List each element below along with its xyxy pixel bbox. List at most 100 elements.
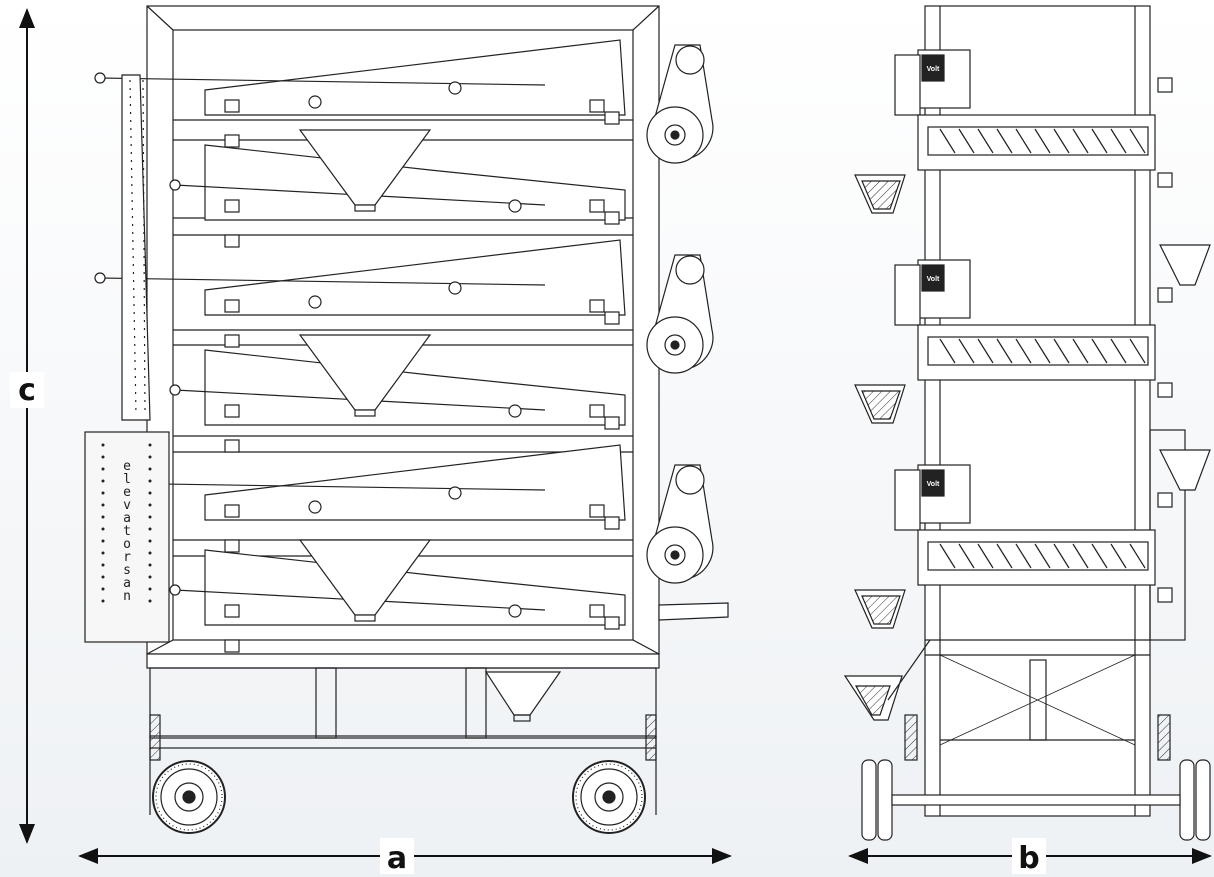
beam-hatch — [1091, 543, 1108, 569]
pulley-hub — [664, 544, 686, 566]
mounting-bracket — [604, 516, 620, 530]
beam-hatch — [1110, 543, 1127, 569]
motor-brand-label: Volt — [927, 481, 940, 488]
sieve-tray — [94, 39, 626, 148]
beam-hatch — [1110, 128, 1127, 154]
brand-letter: a — [123, 576, 131, 591]
mounting-bracket — [224, 334, 240, 348]
beam-hatch — [939, 128, 956, 154]
brand-letter: t — [123, 524, 131, 539]
beam-hatch — [1091, 338, 1108, 364]
panel-dot — [101, 563, 105, 567]
sieve-trays — [94, 39, 626, 653]
side-right-funnel — [1159, 244, 1211, 286]
dimension-b: b — [848, 838, 1212, 876]
hopper-outlet — [354, 204, 376, 212]
outlet-chute — [658, 602, 729, 621]
panel-dot — [101, 491, 105, 495]
panel-dot — [148, 467, 152, 471]
height-dimension-label: c — [18, 373, 36, 408]
beam-hatch — [1129, 128, 1146, 154]
beam-hatch — [958, 338, 975, 364]
beam-hatch — [958, 128, 975, 154]
roller — [448, 81, 462, 95]
panel-dot — [148, 479, 152, 483]
panel-dot — [101, 515, 105, 519]
pulley-hub — [664, 334, 686, 356]
roller — [308, 295, 322, 309]
motor-mount — [894, 54, 921, 116]
depth-dimension-label: b — [1018, 841, 1039, 876]
pulley-axle — [670, 550, 680, 560]
roller — [508, 404, 522, 418]
panel-dot — [148, 587, 152, 591]
side-right-funnel — [1159, 449, 1211, 491]
beam-hatch — [939, 338, 956, 364]
pivot-point — [94, 272, 106, 284]
beam-hatch — [996, 128, 1013, 154]
mounting-bracket — [604, 616, 620, 630]
mounting-bracket — [224, 99, 240, 113]
mounting-bracket — [589, 199, 605, 213]
panel-dot — [148, 527, 152, 531]
side-level: Volt — [854, 449, 1211, 629]
panel-dot — [148, 443, 152, 447]
pivot-point — [169, 179, 181, 191]
mounting-bracket — [604, 311, 620, 325]
pivot-point — [169, 384, 181, 396]
side-sieve-beam-inner — [927, 336, 1149, 366]
roller — [508, 604, 522, 618]
side-bolt — [1157, 587, 1173, 603]
right-drive-units — [646, 44, 714, 584]
beam-hatch — [1110, 338, 1127, 364]
mounting-bracket — [224, 604, 240, 618]
motor-pulley — [675, 45, 705, 75]
hoppers — [298, 129, 432, 622]
panel-dot — [101, 587, 105, 591]
beam-hatch — [939, 543, 956, 569]
panel-dot — [101, 539, 105, 543]
brand-letter: s — [123, 563, 131, 578]
sieve-tray — [94, 239, 626, 348]
hopper-outlet — [354, 409, 376, 417]
beam-hatch — [1053, 543, 1070, 569]
panel-dot — [101, 443, 105, 447]
beam-hatch — [977, 128, 994, 154]
mounting-bracket — [224, 539, 240, 553]
beam-hatch — [1015, 128, 1032, 154]
panel-dot — [148, 515, 152, 519]
brand-letter: r — [123, 550, 131, 565]
mounting-bracket — [224, 439, 240, 453]
roller — [448, 281, 462, 295]
side-sieve-beam-inner — [927, 541, 1149, 571]
side-funnel-fill — [861, 595, 901, 625]
width-dimension-label: a — [387, 841, 407, 876]
panel-dot — [148, 563, 152, 567]
tray-body — [204, 39, 626, 116]
side-sieve-beam-inner — [927, 126, 1149, 156]
panel-dot — [148, 599, 152, 603]
panel-dot — [101, 551, 105, 555]
beam-hatch — [1015, 543, 1032, 569]
left-elevator-chain — [121, 74, 151, 421]
mounting-bracket — [589, 404, 605, 418]
mounting-bracket — [224, 404, 240, 418]
panel-dot — [148, 575, 152, 579]
side-level: Volt — [854, 244, 1211, 424]
roller — [448, 486, 462, 500]
mounting-bracket — [224, 299, 240, 313]
beam-hatch — [1034, 543, 1051, 569]
panel-dot — [101, 479, 105, 483]
panel-dot — [101, 575, 105, 579]
beam-hatch — [1091, 128, 1108, 154]
beam-hatch — [958, 543, 975, 569]
side-bolt — [1157, 172, 1173, 188]
brand-letter: e — [123, 459, 131, 474]
brand-letter: l — [123, 472, 131, 487]
motor-pulley — [675, 465, 705, 495]
hopper-outlet — [354, 614, 376, 622]
